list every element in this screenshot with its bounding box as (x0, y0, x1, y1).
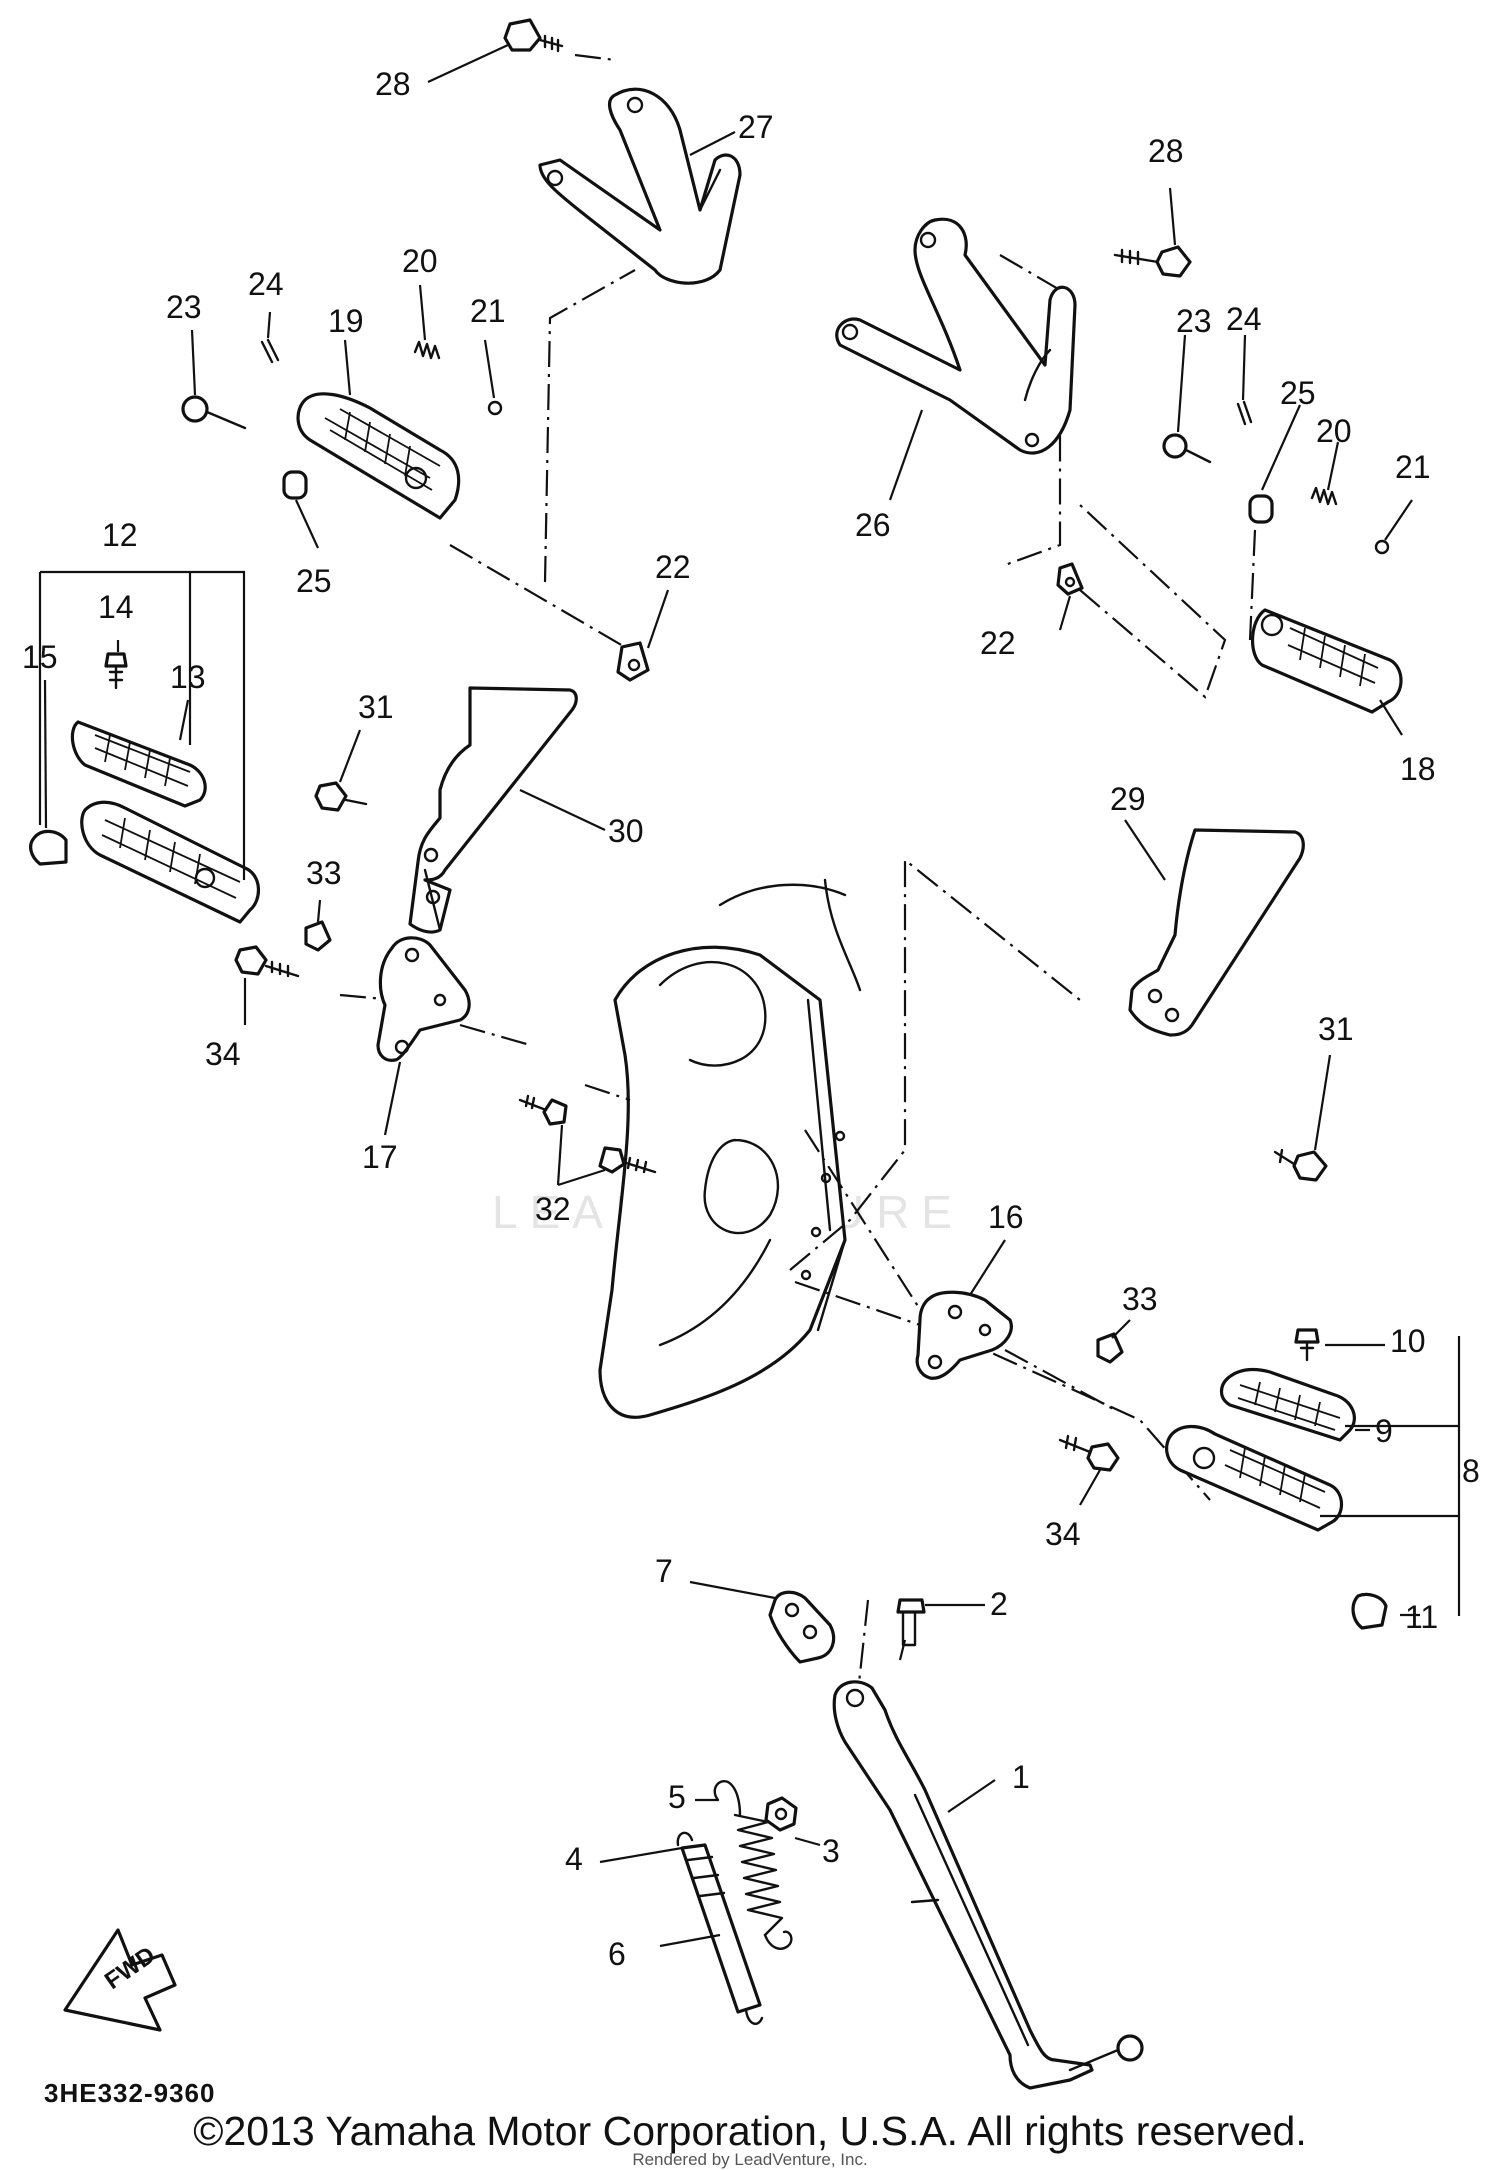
part-24-cotter-right (1236, 400, 1253, 426)
callout-4: 4 (565, 1841, 583, 1877)
part-2-bolt (896, 1598, 926, 1647)
part-24-cotter-left (260, 338, 280, 364)
part-32-bolt-b (598, 1146, 657, 1174)
part-21-ball-left (487, 400, 503, 416)
callout-24-left: 24 (248, 266, 284, 302)
part-32-bolt-a (518, 1094, 568, 1126)
callout-16: 16 (988, 1199, 1024, 1235)
callout-26: 26 (855, 507, 891, 543)
part-8-bracket-line (1320, 1336, 1461, 1616)
part-31-bolt-right (1273, 1148, 1328, 1182)
callout-labels: 28 27 28 23 24 19 20 21 25 23 24 25 20 2… (22, 66, 1480, 1972)
part-22-clip-left (616, 641, 650, 682)
callout-18: 18 (1400, 751, 1436, 787)
part-10-screw (1294, 1328, 1320, 1362)
callout-33-right: 33 (1122, 1281, 1158, 1317)
callout-34-left: 34 (205, 1036, 241, 1072)
callout-31-left: 31 (358, 689, 394, 725)
leader-lines (43, 44, 1420, 1948)
part-23-pin-left (181, 395, 247, 430)
callout-20-left: 20 (402, 243, 438, 279)
part-28-bolt-left (503, 18, 564, 53)
part-33-washer-right (1096, 1332, 1124, 1364)
part-1-sidestand (832, 1680, 1144, 2090)
part-19-footrest (296, 392, 461, 520)
part-18-footrest (1250, 608, 1403, 714)
part-22-clip-right (1056, 562, 1084, 596)
callout-22-right: 22 (980, 625, 1016, 661)
callout-14: 14 (98, 589, 134, 625)
part-15-cap (29, 829, 68, 866)
callout-25-left: 25 (296, 563, 332, 599)
copyright-notice: ©2013 Yamaha Motor Corporation, U.S.A. A… (193, 2108, 1307, 2154)
part-11-cap (1351, 1592, 1388, 1630)
callout-22-left: 22 (655, 549, 691, 585)
callout-11: 11 (1405, 1599, 1438, 1635)
part-13-footrest-rubber (70, 720, 207, 808)
callout-32: 32 (535, 1191, 571, 1227)
part-29-heel-guard (1128, 828, 1305, 1037)
part-5-spring (713, 1780, 793, 1950)
callout-2: 2 (990, 1586, 1008, 1622)
callout-30: 30 (608, 813, 644, 849)
part-20-spring-left (413, 340, 441, 360)
part-23-pin-right (1162, 433, 1212, 464)
callout-24-right: 24 (1226, 301, 1262, 337)
callout-29: 29 (1110, 781, 1146, 817)
part-34-bolt-left (234, 945, 300, 978)
part-34-bolt-right (1058, 1434, 1120, 1472)
callout-31-right: 31 (1318, 1011, 1354, 1047)
callout-28-left: 28 (375, 66, 411, 102)
callout-7: 7 (655, 1553, 673, 1589)
callout-19: 19 (328, 303, 364, 339)
callout-8: 8 (1462, 1453, 1480, 1489)
callout-9: 9 (1375, 1413, 1393, 1449)
part-16-bracket (915, 1290, 1013, 1380)
part-30-heel-guard (408, 686, 578, 934)
part-6-spring-cover (676, 1831, 764, 2025)
callout-15: 15 (22, 639, 58, 675)
callout-23-right: 23 (1176, 303, 1212, 339)
part-12-bracket-line (38, 570, 246, 880)
diagram-reference-code: 3HE332-9360 (44, 2078, 216, 2108)
callout-21-right: 21 (1395, 449, 1431, 485)
callout-17: 17 (362, 1139, 398, 1175)
callout-12: 12 (102, 517, 138, 553)
callout-20-right: 20 (1316, 413, 1352, 449)
callout-34-right: 34 (1045, 1516, 1081, 1552)
part-27-bracket (538, 87, 742, 285)
callout-25-right: 25 (1280, 375, 1316, 411)
callout-28-right: 28 (1148, 133, 1184, 169)
frame-outline (598, 878, 862, 1419)
part-12-footrest (80, 800, 260, 924)
rendered-by-note: Rendered by LeadVenture, Inc. (632, 2150, 868, 2169)
part-28-bolt-right (1113, 245, 1192, 278)
fwd-arrow-icon: FWD (63, 1928, 177, 2032)
part-7-plate (768, 1590, 836, 1664)
part-31-bolt-left (314, 781, 368, 812)
part-21-ball-right (1374, 539, 1390, 555)
part-25-collar-left (282, 470, 308, 500)
callout-21-left: 21 (470, 293, 506, 329)
callout-10: 10 (1390, 1323, 1426, 1359)
callout-13: 13 (170, 659, 206, 695)
part-14-screw (104, 652, 128, 690)
callout-6: 6 (608, 1936, 626, 1972)
callout-27: 27 (738, 109, 774, 145)
callout-1: 1 (1012, 1759, 1030, 1795)
part-33-washer-left (304, 920, 332, 952)
callout-5: 5 (668, 1779, 686, 1815)
part-8-footrest (1165, 1424, 1344, 1532)
part-26-bracket (835, 217, 1077, 455)
part-9-footrest-rubber (1219, 1367, 1356, 1442)
callout-23-left: 23 (166, 289, 202, 325)
part-25-collar-right (1248, 494, 1274, 524)
part-3-nut (764, 1796, 798, 1832)
part-20-spring-right (1310, 486, 1338, 506)
part-17-bracket (376, 936, 471, 1062)
callout-33-left: 33 (306, 855, 342, 891)
callout-3: 3 (822, 1833, 840, 1869)
